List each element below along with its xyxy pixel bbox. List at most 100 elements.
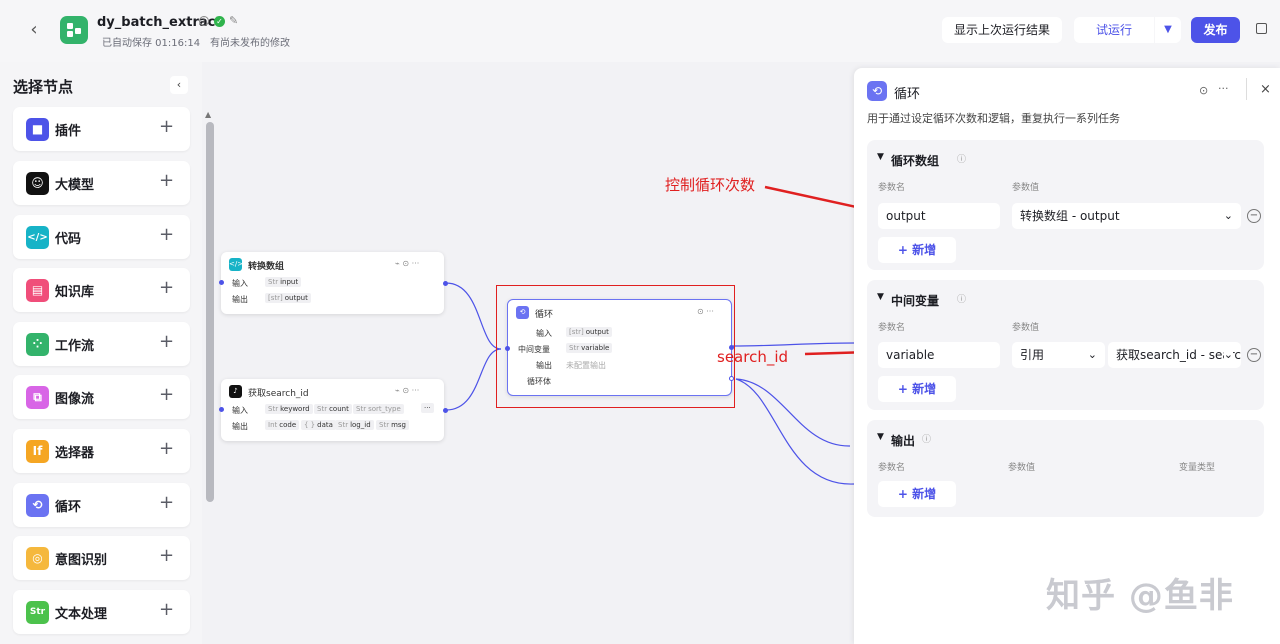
sidebar-item-label: 插件	[55, 124, 82, 139]
edge-search-to-loop	[445, 348, 502, 411]
chevron-down-icon[interactable]: ▼	[877, 432, 884, 442]
add-icon[interactable]: +	[159, 384, 175, 405]
sidebar-item-loop[interactable]: ⟲ 循环 +	[13, 483, 190, 527]
remove-icon[interactable]: −	[1247, 209, 1261, 223]
add-icon[interactable]: +	[159, 170, 175, 191]
section-title: 输出	[891, 434, 916, 448]
info-icon[interactable]: ⓘ	[957, 155, 967, 165]
info-icon[interactable]: ⓘ	[957, 295, 967, 305]
output-param-tag: [str]output	[265, 293, 311, 303]
sidebar-item-workflow[interactable]: ⁘ 工作流 +	[13, 322, 190, 366]
node-tools-icon[interactable]: ⊙ ···	[697, 307, 714, 316]
intermediate-name-input[interactable]: variable	[878, 342, 1000, 368]
chevron-down-icon: ⌄	[1223, 342, 1233, 368]
image-flow-icon: ⧉	[26, 386, 49, 409]
intermediate-value-select[interactable]: 获取search_id - search_id⌄	[1108, 342, 1241, 368]
sidebar-item-text[interactable]: Str 文本处理 +	[13, 590, 190, 634]
sidebar-item-image-flow[interactable]: ⧉ 图像流 +	[13, 375, 190, 419]
more-icon[interactable]: ···	[421, 403, 434, 413]
edge-loop-body-1	[735, 378, 851, 447]
add-loop-array-button[interactable]: + 新增	[878, 237, 956, 263]
panel-title: 循环	[894, 87, 921, 102]
tiktok-icon: ♪	[229, 385, 242, 398]
add-icon[interactable]: +	[159, 438, 175, 459]
sidebar-item-intent[interactable]: ◎ 意图识别 +	[13, 536, 190, 580]
output-param-tag: { }data	[301, 420, 336, 430]
info-icon[interactable]: i	[199, 16, 209, 26]
sidebar-item-code[interactable]: </> 代码 +	[13, 215, 190, 259]
sidebar-item-label: 工作流	[55, 339, 95, 354]
trial-run-dropdown-icon[interactable]: ▼	[1155, 17, 1181, 43]
reference-type-select[interactable]: 引用⌄	[1012, 342, 1105, 368]
back-arrow-icon[interactable]: ‹	[30, 19, 38, 40]
node-title: 循环	[535, 310, 554, 320]
close-icon[interactable]: ×	[1260, 82, 1271, 97]
add-icon[interactable]: +	[159, 599, 175, 620]
loop-array-name-input[interactable]: output	[878, 203, 1000, 229]
autosave-status: 已自动保存 01:16:14	[102, 38, 201, 49]
sidebar-item-llm[interactable]: ☺ 大模型 +	[13, 161, 190, 205]
unpublished-status: 有尚未发布的修改	[210, 38, 290, 49]
loop-body-port[interactable]	[729, 376, 734, 381]
intermediate-label: 中间变量	[518, 345, 550, 354]
loop-array-value-select[interactable]: 转换数组 - output⌄	[1012, 203, 1241, 229]
run-node-icon[interactable]: ⊙	[1199, 84, 1209, 97]
show-last-run-button[interactable]: 显示上次运行结果	[942, 17, 1062, 43]
param-name-caption: 参数名	[878, 323, 906, 333]
sidebar-item-plugin[interactable]: ■ 插件 +	[13, 107, 190, 151]
output-label: 输出	[232, 422, 248, 431]
output-port[interactable]	[443, 281, 448, 286]
add-icon[interactable]: +	[159, 331, 175, 352]
highlight-frame	[496, 285, 735, 408]
chevron-down-icon: ⌄	[1223, 209, 1233, 222]
add-intermediate-button[interactable]: + 新增	[878, 376, 956, 402]
more-icon[interactable]: ···	[1218, 82, 1229, 95]
scroll-up-icon[interactable]: ▲	[205, 110, 212, 119]
add-output-button[interactable]: + 新增	[878, 481, 956, 507]
output-port[interactable]	[729, 345, 734, 350]
add-icon[interactable]: +	[159, 116, 175, 137]
chevron-down-icon[interactable]: ▼	[877, 152, 884, 162]
input-port[interactable]	[219, 280, 224, 285]
workflow-title: dy_batch_extract	[97, 15, 222, 30]
sidebar-item-selector[interactable]: If 选择器 +	[13, 429, 190, 473]
chevron-down-icon[interactable]: ▼	[877, 292, 884, 302]
trial-run-button[interactable]: 试运行	[1074, 17, 1154, 43]
node-tools-icon[interactable]: ⌁ ⊙ ···	[395, 259, 420, 268]
info-icon[interactable]: ⓘ	[922, 435, 932, 445]
sidebar-item-label: 意图识别	[55, 553, 108, 568]
output-port[interactable]	[443, 408, 448, 413]
remove-icon[interactable]: −	[1247, 348, 1261, 362]
add-icon[interactable]: +	[159, 492, 175, 513]
section-intermediate: ▼ 中间变量 ⓘ 参数名 参数值 variable 引用⌄ 获取search_i…	[867, 280, 1264, 410]
edit-icon[interactable]: ✎	[229, 14, 239, 27]
copy-icon[interactable]	[1256, 23, 1267, 34]
loop-icon: ⟲	[516, 306, 529, 319]
add-icon[interactable]: +	[159, 224, 175, 245]
output-label: 输出	[536, 361, 552, 370]
loop-body-label: 循环体	[527, 377, 551, 386]
workflow-app-logo	[60, 16, 88, 44]
param-name-caption: 参数名	[878, 463, 906, 473]
sidebar-scrollbar[interactable]	[206, 122, 214, 502]
publish-button[interactable]: 发布	[1191, 17, 1240, 43]
node-tools-icon[interactable]: ⌁ ⊙ ···	[395, 386, 420, 395]
panel-description: 用于通过设定循环次数和逻辑，重复执行一系列任务	[867, 112, 1120, 125]
input-port[interactable]	[219, 407, 224, 412]
divider	[1246, 78, 1247, 100]
loop-icon: ⟲	[26, 494, 49, 517]
sidebar-item-knowledge[interactable]: ▤ 知识库 +	[13, 268, 190, 312]
code-icon: </>	[229, 258, 243, 271]
published-check-icon: ✓	[214, 16, 225, 27]
add-icon[interactable]: +	[159, 277, 175, 298]
add-icon[interactable]: +	[159, 545, 175, 566]
input-port[interactable]	[505, 346, 510, 351]
input-label: 输入	[232, 406, 248, 415]
collapse-sidebar-icon[interactable]: ‹	[170, 76, 188, 94]
